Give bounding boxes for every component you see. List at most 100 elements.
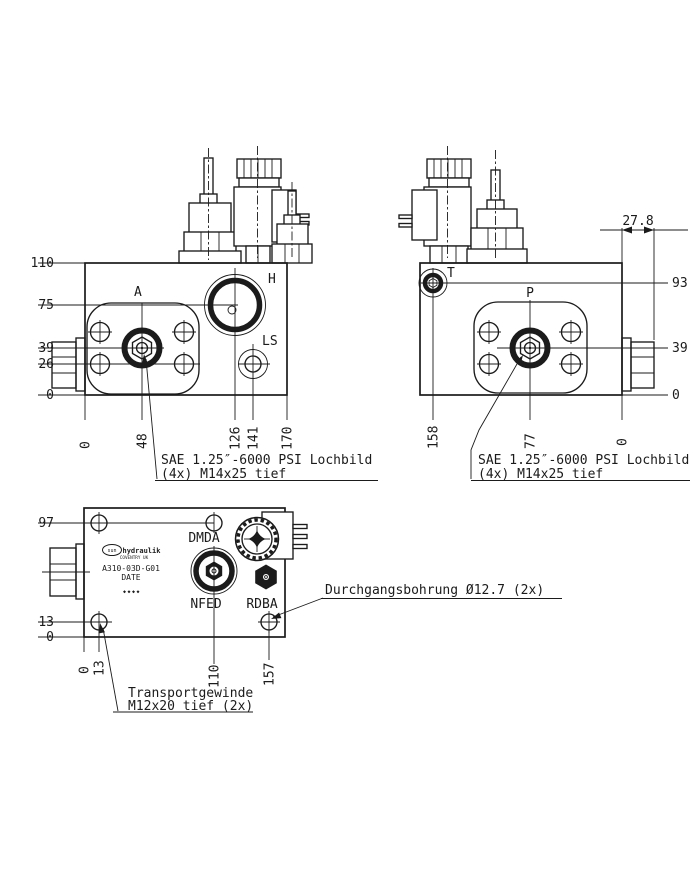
port-h-label: H (268, 272, 276, 287)
dim-label: 39 (672, 341, 688, 356)
leader-arrow (271, 612, 282, 619)
plug-flange (75, 337, 86, 392)
brand-logo-text: sun (107, 548, 116, 554)
plug-flange (75, 543, 85, 600)
dim-label: 0 (46, 630, 54, 645)
dim-label: 27.8 (622, 214, 653, 229)
port-rdba-label: RDBA (246, 597, 277, 612)
connector-pin (292, 523, 308, 530)
sae-note-line2: (4x) M14x25 tief (161, 467, 286, 482)
dim-label: 141 (247, 427, 262, 450)
valve-body (476, 208, 518, 231)
dim-label: 110 (31, 256, 54, 271)
coil-end-view (234, 511, 308, 562)
sae-flange-pad-p (473, 301, 588, 394)
valve-body (188, 202, 232, 235)
flange-pad-outline (86, 302, 200, 395)
side-view: 27.8 93 39 0 158 77 0 T P SAE 1.25″-6000… (398, 146, 690, 482)
dim-label: 93 (672, 276, 688, 291)
plug-center (264, 575, 268, 579)
dim-label: 13 (93, 660, 108, 676)
brand-name: hydraulik (123, 547, 162, 555)
dim-label: 158 (427, 426, 442, 449)
sae-note-line1: SAE 1.25″-6000 PSI Lochbild (478, 453, 689, 468)
front-view: 110 75 39 26 0 0 48 126 141 170 A H LS S… (31, 146, 378, 482)
sae-note-line2: (4x) M14x25 tief (478, 467, 603, 482)
port-nfed-label: NFED (190, 597, 221, 612)
dim-label: 75 (38, 298, 54, 313)
dim-label: 13 (38, 615, 54, 630)
cross-drive (248, 530, 266, 548)
coil-neck (428, 177, 470, 188)
leader-arrow (142, 354, 148, 365)
plug-hex (51, 341, 77, 389)
hex-plug-right (621, 337, 655, 392)
plug-flange (621, 337, 632, 392)
dim-label: 97 (38, 516, 54, 531)
port-h-detail (227, 305, 237, 315)
dim-label: 0 (672, 388, 680, 403)
knurl-pattern (236, 518, 278, 560)
plug-socket (263, 574, 269, 580)
plug-hex (630, 341, 655, 389)
dim-offset-27-8: 27.8 (600, 214, 688, 340)
leader-arrow (99, 623, 105, 634)
din-connector (398, 189, 438, 241)
flange-pad-outline (473, 301, 588, 394)
connector-pin (398, 214, 413, 220)
nameplate-marks: ◆◆◆◆ (123, 589, 141, 595)
dim-label: 157 (263, 663, 278, 686)
dim-label: 0 (46, 388, 54, 403)
leader-arrow (515, 355, 523, 366)
nameplate: sun hydraulik COVENTRY UK A310-03D-G01 D… (102, 544, 162, 595)
dim-label: 48 (136, 433, 151, 449)
block-outline (84, 262, 288, 396)
port-dmda-label: DMDA (188, 531, 219, 546)
dim-label: 26 (38, 357, 54, 372)
coil-neck (238, 177, 280, 188)
port-rdba-plug (255, 564, 277, 590)
dim-arrow (622, 226, 632, 234)
dim-label: 0 (616, 438, 631, 446)
valve-hex (470, 227, 524, 252)
model-number: A310-03D-G01 (102, 564, 160, 573)
relief-valve (466, 169, 528, 264)
valve-hex (183, 231, 237, 254)
port-t-label: T (447, 266, 455, 281)
port-a-label: A (134, 285, 142, 300)
transport-note-line2: M12x20 tief (2x) (128, 699, 253, 714)
connector-box (411, 189, 438, 241)
relief-valve (178, 157, 242, 264)
dim-label: 0 (79, 441, 94, 449)
coil-base (429, 245, 469, 264)
leader-line (470, 356, 522, 479)
brand-location: COVENTRY UK (120, 555, 149, 561)
port-p-label: P (526, 286, 534, 301)
leader-line (102, 627, 119, 712)
brand-logo-oval (102, 544, 122, 556)
sae-flange-pad-a (86, 302, 200, 395)
dim-label: 39 (38, 341, 54, 356)
hex-plug-left (51, 337, 86, 392)
leader-line (272, 597, 324, 618)
valve-body (276, 223, 309, 247)
connector-pin (398, 222, 413, 228)
dim-label: 77 (524, 433, 539, 449)
hex-plug-left (42, 543, 90, 600)
leader-line (145, 358, 158, 480)
connector-pin (292, 533, 308, 540)
through-hole-note: Durchgangsbohrung Ø12.7 (2x) (325, 583, 544, 598)
nut-face (241, 523, 273, 555)
valve-base (178, 250, 242, 264)
block-outline (419, 262, 623, 396)
dim-arrow (644, 226, 654, 234)
transport-note-line1: Transportgewinde (128, 686, 253, 701)
sae-note-line1: SAE 1.25″-6000 PSI Lochbild (161, 453, 372, 468)
port-ls-label: LS (262, 334, 278, 349)
dim-label: 170 (281, 427, 296, 450)
valve-base (466, 248, 528, 264)
connector-pin (292, 543, 308, 550)
dim-label: 110 (208, 665, 223, 688)
